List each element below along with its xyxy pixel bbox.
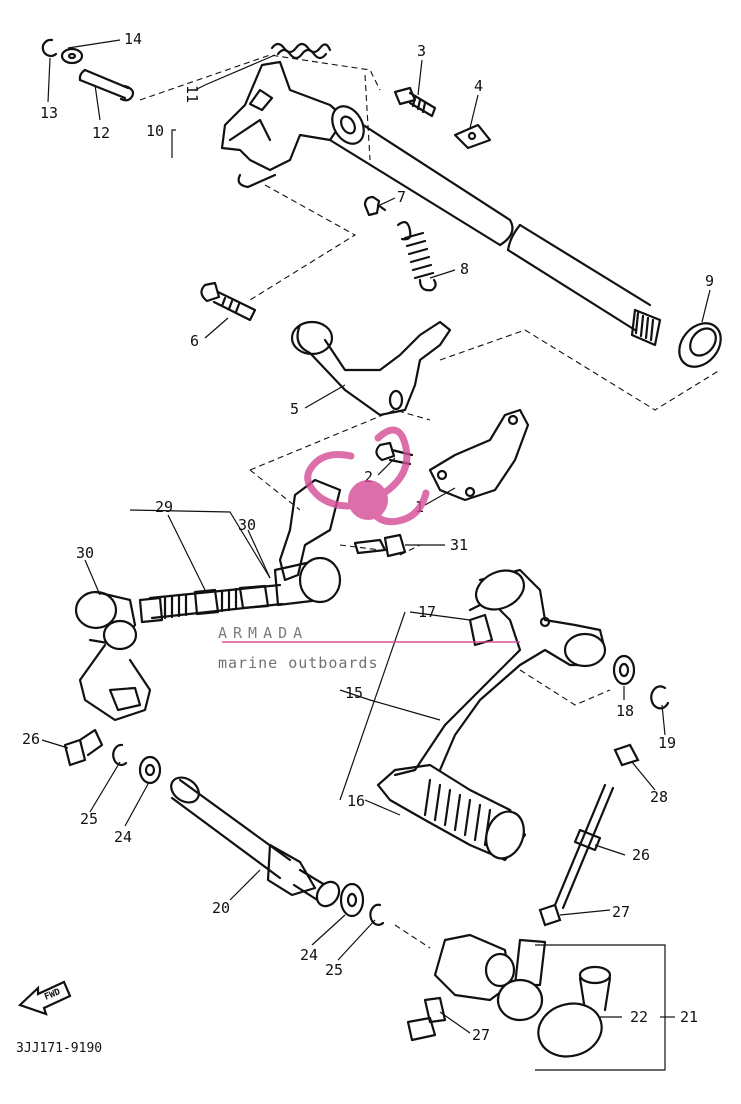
callout-25-lower: 27 bbox=[472, 1026, 490, 1044]
callout-28: 28 bbox=[650, 788, 668, 806]
callout-23-lower: 24 bbox=[300, 946, 318, 964]
plate-4 bbox=[453, 123, 492, 150]
assembly-dashed-lines bbox=[139, 54, 721, 949]
callout-30-left: 30 bbox=[76, 544, 94, 562]
circlip-24-lower bbox=[369, 903, 385, 926]
watermark-tagline: marine outboards bbox=[218, 654, 379, 672]
oil-seal-9 bbox=[678, 322, 722, 368]
forward-direction-badge: FWD bbox=[17, 980, 72, 1016]
joint-group-bracket bbox=[535, 944, 666, 1071]
callout-3: 3 bbox=[417, 42, 426, 60]
shift-pedal-15 bbox=[393, 568, 607, 777]
callout-24-upper: 25 bbox=[80, 810, 98, 828]
locknut-27 bbox=[538, 903, 562, 927]
circlip-24-upper bbox=[112, 743, 128, 766]
callout-13: 13 bbox=[40, 104, 58, 122]
callout-8: 8 bbox=[460, 260, 469, 278]
callout-24-lower: 25 bbox=[325, 961, 343, 979]
callout-31: 31 bbox=[450, 536, 468, 554]
drawing-code: 3JJ171-9190 bbox=[16, 1041, 102, 1056]
spring-11 bbox=[270, 42, 332, 60]
callout-11: 11 bbox=[183, 85, 201, 103]
bolt-25-upper bbox=[63, 728, 104, 767]
circlip-19 bbox=[650, 685, 670, 710]
callout-14: 14 bbox=[124, 30, 142, 48]
shift-lever-joint-30-lower bbox=[74, 590, 152, 722]
adjuster-rod-26 bbox=[553, 783, 615, 910]
watermark: ARMADA marine outboards bbox=[218, 426, 520, 672]
shift-arm-10 bbox=[220, 60, 347, 189]
washer-23-lower bbox=[339, 882, 365, 918]
callout-7: 7 bbox=[397, 188, 406, 206]
washer-14 bbox=[60, 47, 84, 65]
pedal-rubber-16 bbox=[376, 763, 527, 862]
leader-lines bbox=[41, 39, 711, 1034]
locknut-28 bbox=[613, 743, 640, 767]
callout-29: 29 bbox=[155, 498, 173, 516]
callout-20: 20 bbox=[212, 899, 230, 917]
bolt-31 bbox=[353, 533, 407, 558]
washer-23-upper bbox=[138, 755, 162, 785]
pin-12 bbox=[78, 68, 135, 102]
callout-23-upper: 24 bbox=[114, 828, 132, 846]
callout-10: 10 bbox=[146, 122, 164, 140]
callout-16: 16 bbox=[347, 792, 365, 810]
callout-25-upper: 26 bbox=[22, 730, 40, 748]
callout-2: 2 bbox=[364, 468, 373, 486]
callout-26: 26 bbox=[632, 846, 650, 864]
shift-shaft-assembly bbox=[41, 38, 722, 368]
callout-9: 9 bbox=[705, 272, 714, 290]
joint-assembly-21 bbox=[433, 933, 547, 1022]
ball-joint-22 bbox=[537, 965, 612, 1058]
callout-4: 4 bbox=[474, 77, 483, 95]
callout-17: 17 bbox=[418, 603, 436, 621]
pivot-shaft-20 bbox=[170, 776, 341, 908]
callout-19: 19 bbox=[658, 734, 676, 752]
callout-22: 22 bbox=[630, 1008, 648, 1026]
bolt-3 bbox=[393, 86, 437, 118]
callout-numbers: 14 13 12 11 10 3 4 7 8 9 6 5 2 1 31 29 3… bbox=[22, 30, 714, 1044]
washer-18 bbox=[612, 654, 636, 686]
callout-15: 15 bbox=[345, 684, 363, 702]
callout-21: 21 bbox=[680, 1008, 698, 1026]
watermark-brand: ARMADA bbox=[218, 624, 308, 642]
callout-30-right: 30 bbox=[238, 516, 256, 534]
shift-rod-29 bbox=[138, 583, 284, 624]
callout-27: 27 bbox=[612, 903, 630, 921]
plate-1 bbox=[428, 408, 530, 502]
shift-lever-joint-30-upper bbox=[273, 478, 342, 607]
stopper-lever-5 bbox=[290, 320, 452, 417]
bolt-7 bbox=[363, 195, 387, 217]
bolt-25-lower bbox=[406, 996, 447, 1042]
callout-18: 18 bbox=[616, 702, 634, 720]
shift-shaft-9 bbox=[328, 105, 662, 347]
callout-5: 5 bbox=[290, 400, 299, 418]
callout-6: 6 bbox=[190, 332, 199, 350]
spring-8 bbox=[396, 221, 437, 292]
circlip-13 bbox=[41, 38, 58, 57]
callout-12: 12 bbox=[92, 124, 110, 142]
bolt-17 bbox=[468, 613, 494, 647]
watermark-logo-icon bbox=[304, 426, 430, 526]
bolt-6 bbox=[200, 281, 257, 322]
